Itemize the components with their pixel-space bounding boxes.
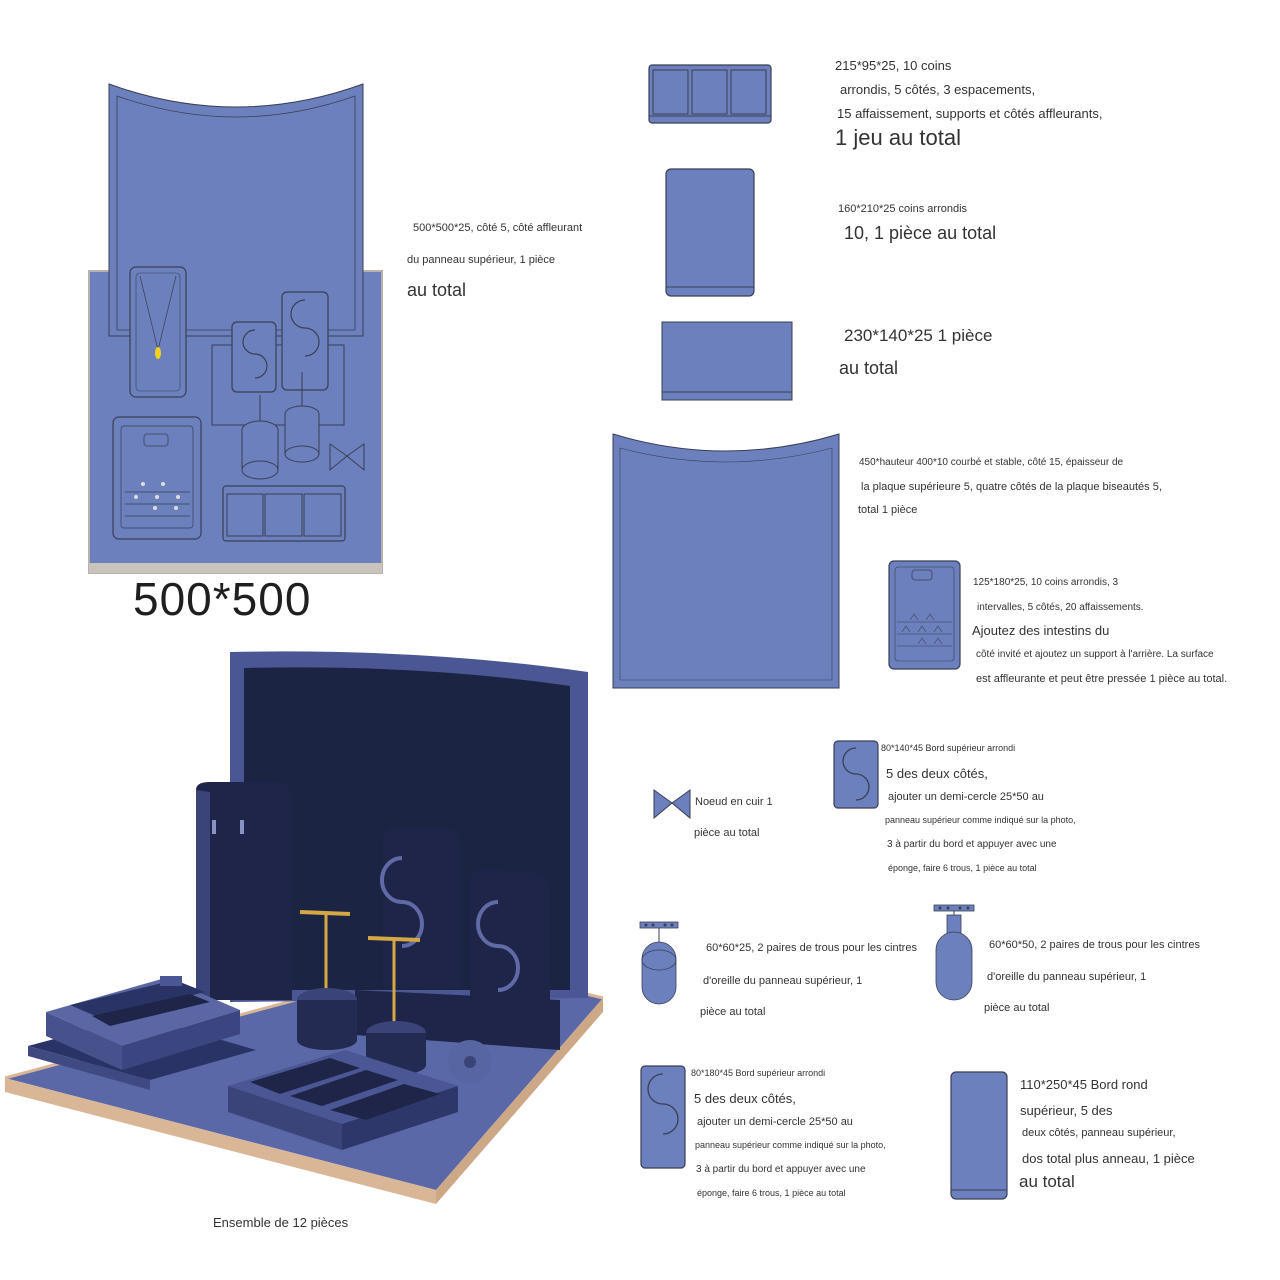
piece-earring-80x180 <box>640 1065 686 1169</box>
photo-necklace-bust <box>196 782 292 1000</box>
t50-desc-3: pièce au total <box>984 1002 1050 1014</box>
e80180-desc-2: 5 des deux côtés, <box>694 1091 796 1106</box>
t50-desc-1: 60*60*50, 2 paires de trous pour les cin… <box>989 939 1200 951</box>
e80180-desc-3: ajouter un demi-cercle 25*50 au <box>697 1116 853 1128</box>
piece-rect-160x210 <box>665 168 755 297</box>
t50-desc-2: d'oreille du panneau supérieur, 1 <box>987 971 1147 983</box>
main-three-slot-tray <box>222 485 346 542</box>
set-caption: Ensemble de 12 pièces <box>213 1215 349 1230</box>
rect230-desc-2: au total <box>839 358 899 378</box>
e80180-desc-1: 80*180*45 Bord supérieur arrondi <box>691 1068 826 1078</box>
ring-desc-3: Ajoutez des intestins du <box>972 623 1110 638</box>
piece-three-slot-tray <box>648 64 772 124</box>
rect160-desc-2: 10, 1 pièce au total <box>844 223 997 243</box>
main-bow <box>329 443 365 472</box>
main-desc-line-2: du panneau supérieur, 1 pièce <box>407 254 556 266</box>
ring-desc-4: côté invité et ajoutez un support à l'ar… <box>976 649 1214 660</box>
curved-desc-1: 450*hauteur 400*10 courbé et stable, côt… <box>859 457 1124 468</box>
t25-desc-3: pièce au total <box>700 1006 766 1018</box>
t25-desc-1: 60*60*25, 2 paires de trous pour les cin… <box>706 942 917 954</box>
piece-t-stand-25 <box>641 941 677 1005</box>
rect160-desc-1: 160*210*25 coins arrondis <box>838 203 968 215</box>
e80180-desc-4: panneau supérieur comme indiqué sur la p… <box>695 1140 886 1150</box>
main-desc-line-1: 500*500*25, côté 5, côté affleurant <box>413 222 583 234</box>
ring-desc-2: intervalles, 5 côtés, 20 affaissements. <box>977 602 1144 613</box>
e80140-desc-4: panneau supérieur comme indiqué sur la p… <box>885 815 1076 825</box>
curved-desc-3: total 1 pièce <box>858 504 918 516</box>
e80140-desc-5: 3 à partir du bord et appuyer avec une <box>887 839 1057 850</box>
main-necklace-bust <box>129 266 187 398</box>
n110-desc-2: supérieur, 5 des <box>1020 1103 1113 1118</box>
tray3-desc-3: 15 affaissement, supports et côtés affle… <box>837 106 1103 121</box>
piece-necklace-110x250 <box>950 1071 1008 1200</box>
e80140-desc-6: éponge, faire 6 trous, 1 pièce au total <box>888 863 1037 873</box>
e80140-desc-3: ajouter un demi-cercle 25*50 au <box>888 791 1044 803</box>
main-earring-stand-b <box>281 291 329 391</box>
t25-desc-2: d'oreille du panneau supérieur, 1 <box>703 975 863 987</box>
e80140-desc-2: 5 des deux côtés, <box>886 766 988 781</box>
n110-desc-3: deux côtés, panneau supérieur, <box>1022 1127 1176 1139</box>
tray3-desc-4: 1 jeu au total <box>835 125 961 150</box>
piece-ring-tray <box>888 560 961 670</box>
piece-curved-panel <box>612 433 840 689</box>
e80180-desc-5: 3 à partir du bord et appuyer avec une <box>696 1164 866 1175</box>
n110-desc-5: au total <box>1019 1172 1075 1191</box>
tray3-desc-1: 215*95*25, 10 coins <box>835 58 952 73</box>
curved-desc-2: la plaque supérieure 5, quatre côtés de … <box>861 481 1162 493</box>
ring-desc-5: est affleurante et peut être pressée 1 p… <box>976 673 1228 685</box>
main-desc-line-3: au total <box>407 280 467 300</box>
main-board-size-label: 500*500 <box>133 573 312 625</box>
n110-desc-4: dos total plus anneau, 1 pièce <box>1022 1151 1195 1166</box>
e80140-desc-1: 80*140*45 Bord supérieur arrondi <box>881 743 1016 753</box>
piece-bow <box>653 789 691 820</box>
n110-desc-1: 110*250*45 Bord rond <box>1020 1077 1148 1092</box>
ring-desc-1: 125*180*25, 10 coins arrondis, 3 <box>973 577 1119 588</box>
bow-desc-2: pièce au total <box>694 827 760 839</box>
rect230-desc-1: 230*140*25 1 pièce <box>844 326 993 345</box>
tray3-desc-2: arrondis, 5 côtés, 3 espacements, <box>840 82 1036 97</box>
piece-t-stand-50 <box>935 931 973 1001</box>
main-ring-tray <box>112 416 202 540</box>
bow-desc-1: Noeud en cuir 1 <box>695 796 773 808</box>
piece-rect-230x140 <box>661 321 793 401</box>
e80180-desc-6: éponge, faire 6 trous, 1 pièce au total <box>697 1188 846 1198</box>
